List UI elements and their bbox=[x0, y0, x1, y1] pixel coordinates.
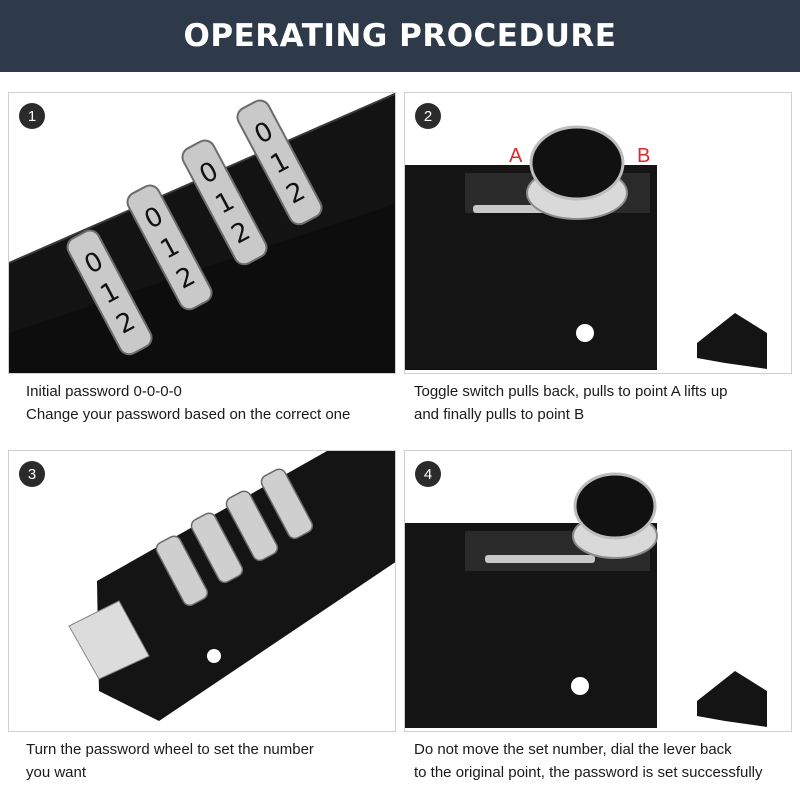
step-1-caption-line-2: Change your password based on the correc… bbox=[26, 406, 351, 423]
step-4-photo: 4 bbox=[404, 450, 792, 732]
step-4-caption-line-2: to the original point, the password is s… bbox=[414, 764, 763, 781]
step-3-caption-line-1: Turn the password wheel to set the numbe… bbox=[26, 741, 314, 758]
step-1-caption: Initial password 0-0-0-0 Change your pas… bbox=[26, 380, 350, 426]
step-1-badge: 1 bbox=[19, 103, 45, 129]
step-2-badge: 2 bbox=[415, 103, 441, 129]
step-1-photo: 0 1 2 0 1 2 0 1 2 0 1 2 1 bbox=[8, 92, 396, 374]
step-2-caption-line-2: and finally pulls to point B bbox=[414, 406, 585, 423]
step-4-caption-line-1: Do not move the set number, dial the lev… bbox=[414, 741, 732, 758]
step-1-caption-line-1: Initial password 0-0-0-0 bbox=[26, 383, 182, 400]
step-2-photo: 2 A B bbox=[404, 92, 792, 374]
page-title: OPERATING PROCEDURE bbox=[183, 18, 617, 54]
header-banner: OPERATING PROCEDURE bbox=[0, 0, 800, 72]
step-4-badge: 4 bbox=[415, 461, 441, 487]
step-4-caption: Do not move the set number, dial the lev… bbox=[414, 738, 763, 784]
step-2-caption: Toggle switch pulls back, pulls to point… bbox=[414, 380, 728, 426]
password-wheel-illustration bbox=[9, 451, 395, 731]
step-3-photo: 3 bbox=[8, 450, 396, 732]
point-b-label: B bbox=[637, 145, 651, 167]
toggle-switch-illustration bbox=[405, 93, 791, 373]
combination-dials-illustration: 0 1 2 0 1 2 0 1 2 0 1 2 bbox=[9, 93, 395, 373]
point-a-label: A bbox=[509, 145, 523, 167]
step-3-caption: Turn the password wheel to set the numbe… bbox=[26, 738, 314, 784]
step-3-caption-line-2: you want bbox=[26, 764, 87, 781]
step-3-badge: 3 bbox=[19, 461, 45, 487]
step-2-caption-line-1: Toggle switch pulls back, pulls to point… bbox=[414, 383, 728, 400]
lever-reset-illustration bbox=[405, 451, 791, 731]
